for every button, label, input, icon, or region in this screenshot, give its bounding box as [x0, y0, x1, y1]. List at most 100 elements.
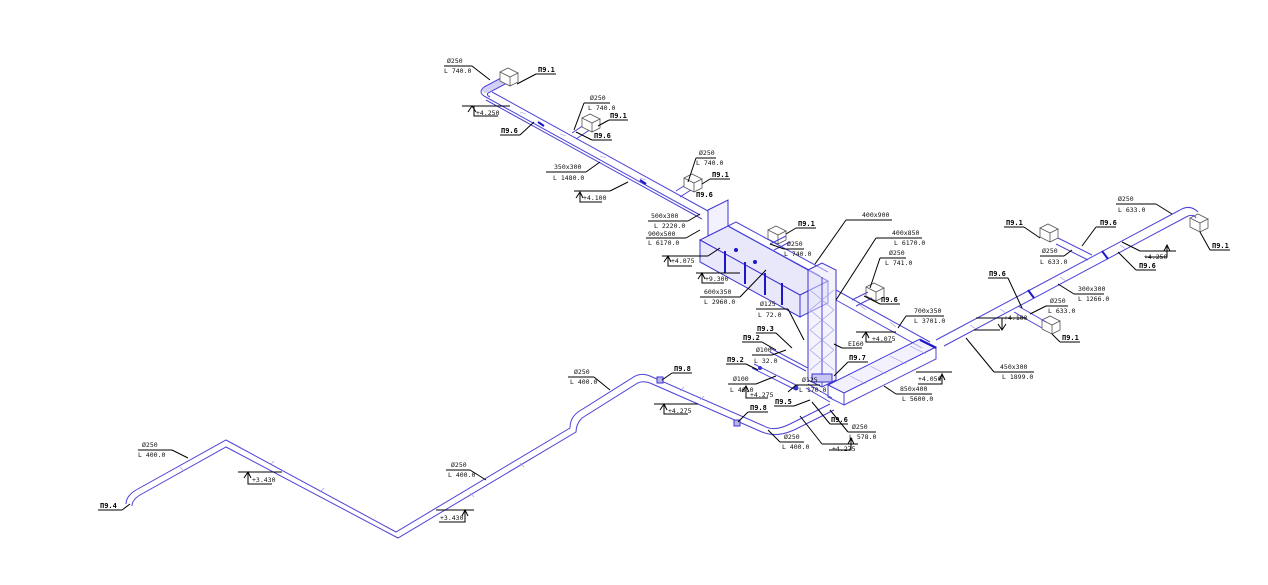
elevation-e1: +4.250	[462, 105, 510, 117]
label-ei: EI60	[833, 340, 864, 349]
terminal-box	[683, 173, 703, 193]
duct-right-main	[935, 206, 1199, 347]
svg-text:L 741.0: L 741.0	[885, 259, 912, 267]
svg-text:П9.8: П9.8	[674, 365, 691, 373]
tag-p91-3: П9.1	[701, 171, 730, 185]
label-a24: Ø250 L 633.0	[1116, 195, 1173, 215]
svg-text:Ø250: Ø250	[787, 240, 803, 248]
small-pipes	[751, 347, 833, 403]
svg-text:Ø100: Ø100	[733, 375, 749, 383]
tag-p91-6: П9.1	[1004, 219, 1041, 239]
label-a20: 450x300 L 1899.0	[965, 337, 1034, 381]
svg-text:L 633.0: L 633.0	[1118, 206, 1145, 214]
svg-text:П9.6: П9.6	[989, 270, 1006, 278]
terminal-box	[581, 113, 601, 133]
svg-text:L 578.0: L 578.0	[849, 433, 876, 441]
duct-long-route	[125, 373, 835, 539]
svg-text:450x300: 450x300	[1000, 363, 1027, 371]
riser	[807, 262, 837, 388]
svg-text:+4.275: +4.275	[832, 445, 856, 453]
label-a18: Ø250 L 400.0	[767, 429, 809, 451]
label-a1: Ø250 L 740.0	[444, 57, 491, 81]
svg-text:900x500: 900x500	[648, 230, 675, 238]
svg-text:L 72.0: L 72.0	[758, 311, 782, 319]
tag-p91-2: П9.1	[597, 112, 628, 127]
label-a3: 350x300 L 1480.0	[546, 161, 601, 182]
svg-text:Ø100: Ø100	[756, 346, 772, 354]
elevation-e12: +3.430	[238, 471, 282, 485]
svg-text:400x900: 400x900	[862, 211, 889, 219]
svg-text:Ø250: Ø250	[699, 149, 715, 157]
label-a9: 400x900	[814, 211, 892, 265]
svg-text:+4.275: +4.275	[750, 391, 774, 399]
tag-p95: П9.5	[774, 398, 811, 407]
label-a17: Ø250 L 578.0	[829, 409, 876, 441]
duct-branch-top-left	[480, 76, 709, 220]
svg-text:L 2960.0: L 2960.0	[704, 298, 735, 306]
svg-text:L 633.0: L 633.0	[1040, 258, 1067, 266]
duct-850x400	[826, 338, 938, 406]
label-a27: Ø250 L 400.0	[138, 441, 189, 459]
svg-text:П9.1: П9.1	[538, 66, 555, 74]
svg-text:П9.3: П9.3	[757, 325, 774, 333]
svg-text:L 1266.0: L 1266.0	[1078, 295, 1109, 303]
tag-p96-6: П9.6	[988, 270, 1023, 309]
tag-p94: П9.4	[98, 502, 131, 511]
label-a11: Ø250 L 741.0	[869, 249, 912, 289]
svg-text:П9.6: П9.6	[881, 296, 898, 304]
svg-text:L 740.0: L 740.0	[444, 67, 471, 75]
svg-text:600x350: 600x350	[704, 288, 731, 296]
svg-text:L 32.0: L 32.0	[754, 357, 778, 365]
terminal-box	[1041, 315, 1061, 335]
svg-text:+4.250: +4.250	[1144, 253, 1168, 261]
svg-text:L 633.0: L 633.0	[1048, 307, 1075, 315]
tag-p92-2: П9.2	[726, 356, 759, 371]
svg-text:Ø250: Ø250	[1042, 247, 1058, 255]
label-a10: 400x850 L 6170.0	[835, 229, 925, 301]
svg-text:L 46.0: L 46.0	[730, 386, 754, 394]
label-a2: Ø250 L 740.0	[573, 94, 615, 131]
svg-text:П9.6: П9.6	[594, 132, 611, 140]
svg-text:+4.100: +4.100	[1004, 314, 1028, 322]
terminal-box	[499, 67, 519, 87]
svg-text:L 1899.0: L 1899.0	[1002, 373, 1033, 381]
svg-text:+3.430: +3.430	[252, 476, 276, 484]
tag-p93: П9.3	[756, 325, 793, 349]
label-a21: Ø250 L 633.0	[1029, 297, 1075, 315]
tag-p96-2: П9.6	[575, 131, 612, 141]
terminal-boxes	[499, 67, 1209, 335]
svg-text:+4.075: +4.075	[671, 257, 695, 265]
svg-text:Ø250: Ø250	[1118, 195, 1134, 203]
tag-p98-1: П9.8	[737, 404, 768, 423]
tag-p96-8: П9.6	[1117, 251, 1156, 271]
elevation-e5: +4.075	[856, 331, 896, 343]
tag-p91-1: П9.1	[516, 66, 556, 85]
duct-700x350	[835, 289, 931, 349]
tag-p92-1: П9.2	[742, 334, 777, 351]
label-a23: Ø250 L 633.0	[1040, 247, 1073, 266]
tag-p91-7: П9.1	[1199, 231, 1230, 251]
svg-text:L 400.0: L 400.0	[138, 451, 165, 459]
svg-text:П9.7: П9.7	[849, 354, 866, 362]
svg-text:850x400: 850x400	[900, 385, 927, 393]
svg-text:EI60: EI60	[848, 340, 864, 348]
label-a6: 900x500 L 6170.0	[646, 229, 701, 247]
duct-center-branch	[769, 235, 873, 307]
svg-text:П9.8: П9.8	[750, 404, 767, 412]
label-a25: Ø250 L 400.0	[568, 368, 611, 391]
label-a5: 500x300 L 2220.0	[648, 212, 701, 230]
svg-text:500x300: 500x300	[651, 212, 678, 220]
svg-text:300x300: 300x300	[1078, 285, 1105, 293]
svg-text:+9.300: +9.300	[705, 275, 729, 283]
elevation-e8: +4.275	[654, 403, 698, 415]
svg-text:L 6170.0: L 6170.0	[894, 239, 925, 247]
svg-text:+4.100: +4.100	[583, 194, 607, 202]
elevation-e9: +4.050	[916, 371, 952, 385]
svg-text:+4.275: +4.275	[668, 407, 692, 415]
tag-p96-5: П9.6	[811, 401, 848, 425]
label-a7: Ø250 L 740.0	[769, 240, 811, 258]
elevation-e7: +4.275	[799, 415, 858, 453]
svg-text:П9.6: П9.6	[1100, 219, 1117, 227]
svg-text:Ø250: Ø250	[574, 368, 590, 376]
